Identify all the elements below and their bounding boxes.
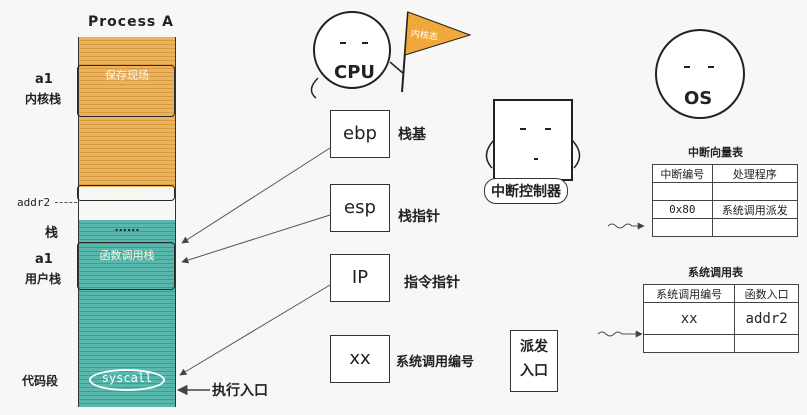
ip-arrow	[179, 284, 331, 376]
syscall-label: syscall	[101, 371, 153, 385]
ivt-cell: 系统调用派发	[711, 200, 799, 219]
a1-kernel-label: a1	[35, 72, 53, 87]
dispatch-line2: 入口	[520, 363, 548, 379]
esp-caption: 栈指针	[398, 209, 440, 225]
addr2-label: addr2	[17, 196, 51, 209]
process-title: Process A	[88, 14, 174, 30]
interrupt-controller-label: 中断控制器	[484, 178, 568, 204]
kernel-stack-segment	[79, 37, 175, 187]
syscall-cell	[734, 334, 799, 353]
esp-arrow	[181, 214, 331, 264]
ic-mouth	[534, 158, 538, 160]
syscall-header-number: 系统调用编号	[642, 284, 736, 303]
ebp-register: ebp	[330, 110, 390, 158]
syscall-table-squiggle-arrow	[597, 330, 643, 338]
pointer-block	[77, 185, 175, 201]
dispatch-line1: 派发	[520, 339, 548, 355]
addr2-pointer-line	[55, 202, 77, 204]
saved-context-label: 保存现场	[105, 69, 149, 82]
ip-caption: 指令指针	[404, 275, 460, 291]
syscall-header-entry: 函数入口	[734, 284, 799, 303]
ic-left-eye	[520, 128, 526, 130]
cpu-head	[313, 11, 391, 89]
interrupt-controller-box	[493, 99, 573, 181]
syscall-number-register: xx	[330, 335, 390, 383]
user-stack-label: 用户栈	[25, 272, 62, 286]
flag-banner	[404, 11, 472, 56]
syscall-cell	[642, 334, 736, 353]
ic-right-eye	[545, 128, 551, 130]
code-segment-label: 代码段	[22, 374, 59, 388]
ivt-header-handler: 处理程序	[711, 164, 799, 183]
os-right-eye	[708, 66, 714, 68]
ivt-header-number: 中断编号	[652, 164, 713, 183]
a1-user-label: a1	[35, 252, 53, 267]
cpu-right-eye	[362, 42, 368, 44]
dispatch-entry-box: 派发 入口	[510, 330, 558, 392]
pointer-block-label: 系统调用	[107, 188, 147, 199]
os-left-eye	[684, 66, 690, 68]
ebp-arrow	[181, 147, 331, 244]
saved-context-block	[77, 65, 175, 117]
syscall-cell: xx	[642, 302, 736, 335]
stack-dots: ......	[114, 221, 140, 234]
os-head	[655, 29, 745, 119]
process-memory-column: 保存现场 系统调用 ...... 函数调用栈 syscall	[77, 37, 176, 407]
ivt-squiggle-arrow	[607, 222, 645, 230]
kernel-stack-label: 内核栈	[25, 92, 62, 106]
ebp-caption: 栈基	[398, 127, 426, 143]
ivt-cell	[652, 182, 713, 201]
ivt-cell	[711, 182, 799, 201]
syscall-highlight-ellipse	[89, 369, 165, 391]
cpu-label: CPU	[334, 62, 376, 83]
ivt-cell	[711, 218, 799, 237]
syscall-cell: addr2	[734, 302, 799, 335]
ivt-cell: 0x80	[652, 200, 713, 219]
syscall-number-caption: 系统调用编号	[396, 355, 475, 370]
ip-register: IP	[330, 254, 390, 302]
ivt-cell	[652, 218, 713, 237]
esp-register: esp	[330, 184, 390, 232]
func-stack-label: 函数调用栈	[99, 249, 155, 262]
os-label: OS	[684, 88, 713, 109]
cpu-left-eye	[340, 42, 346, 44]
func-stack-block	[77, 242, 175, 290]
stack-label: 栈	[45, 226, 59, 241]
ivt-title: 中断向量表	[688, 146, 743, 159]
syscall-table-title: 系统调用表	[688, 266, 743, 279]
exec-entry-label: 执行入口	[212, 383, 268, 399]
